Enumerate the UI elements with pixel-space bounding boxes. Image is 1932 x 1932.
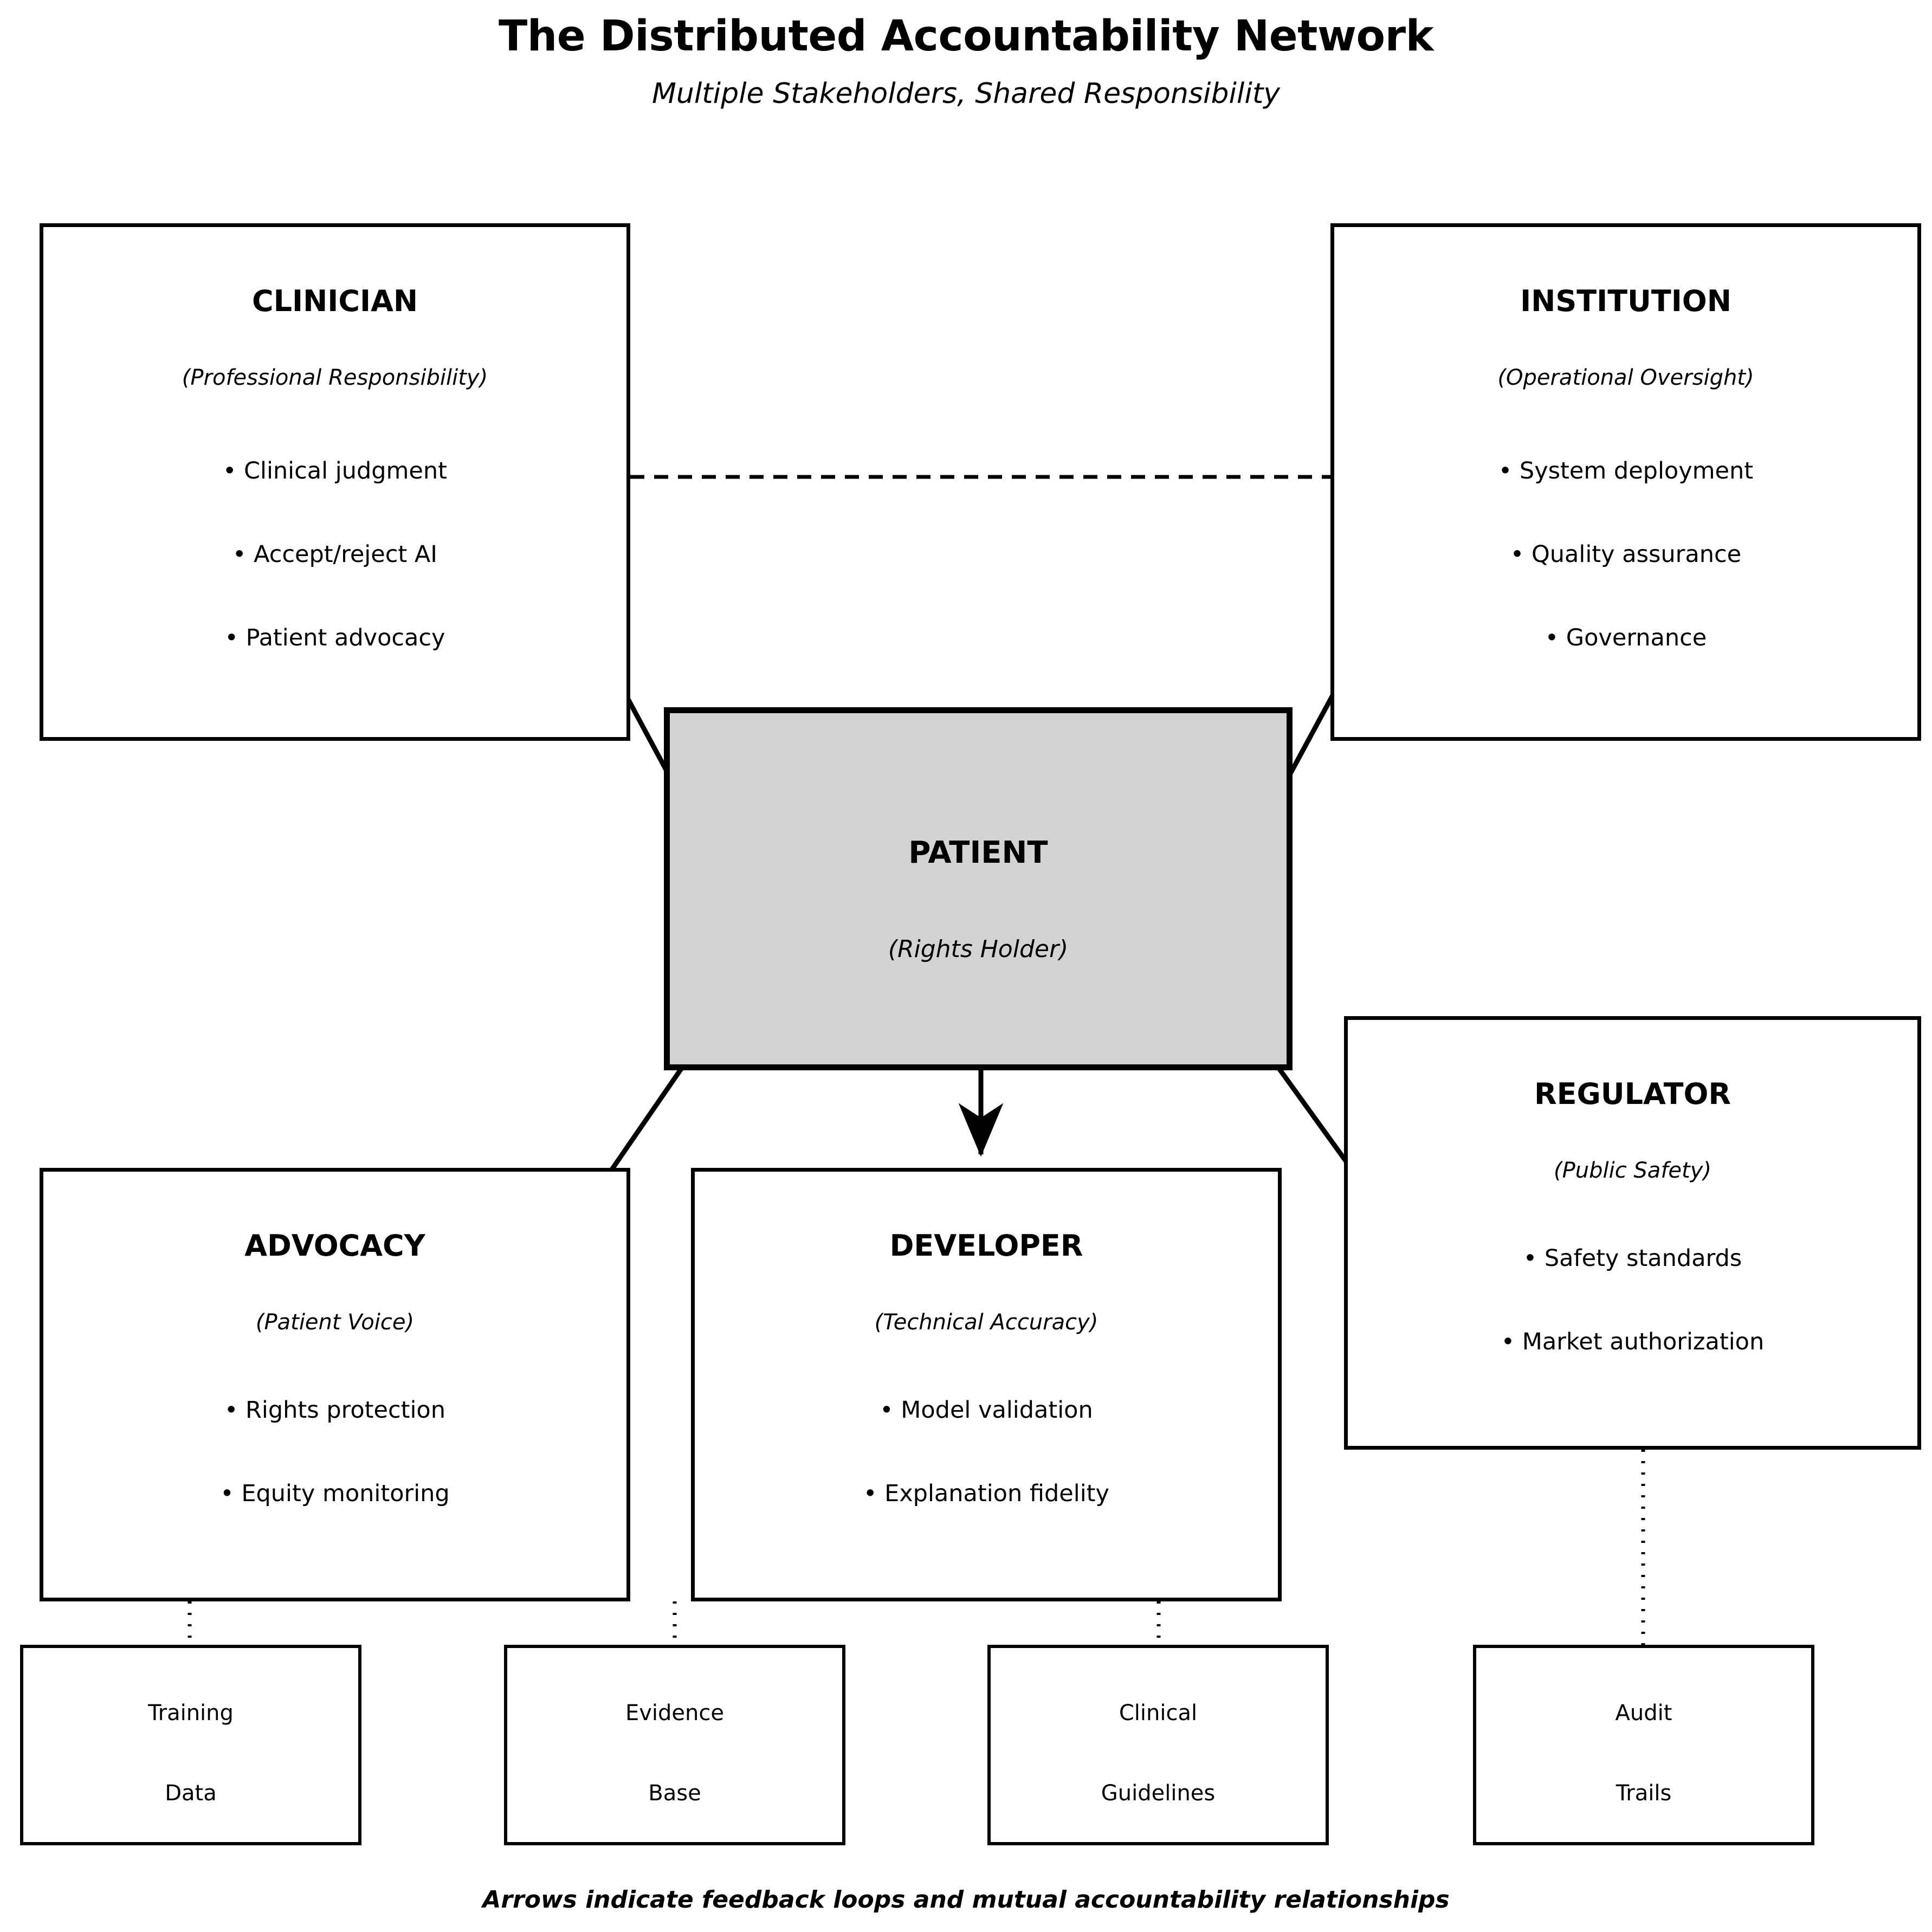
bullet-item: • Explanation fidelity — [863, 1480, 1109, 1507]
node-advocacy-bullets: • Rights protection • Equity monitoring — [43, 1397, 626, 1563]
node-patient[interactable]: PATIENT (Rights Holder) — [664, 707, 1293, 1070]
bullet-item: • Governance — [1545, 624, 1707, 651]
bullet-item: • Accept/reject AI — [232, 541, 437, 568]
foundation-line-2: Trails — [1616, 1781, 1672, 1806]
node-institution[interactable]: INSTITUTION (Operational Oversight) • Sy… — [1330, 223, 1921, 741]
foundation-line-1: Audit — [1615, 1701, 1672, 1726]
bullet-item: • System deployment — [1498, 457, 1754, 484]
bullet-item: • Model validation — [880, 1397, 1093, 1424]
node-advocacy-title: ADVOCACY — [244, 1229, 425, 1263]
bullet-item: • Equity monitoring — [220, 1480, 450, 1507]
node-developer-title: DEVELOPER — [889, 1229, 1083, 1263]
bullet-item: • Market authorization — [1501, 1328, 1765, 1355]
foundation-line-2: Data — [165, 1781, 217, 1806]
node-institution-title: INSTITUTION — [1520, 284, 1731, 318]
node-developer[interactable]: DEVELOPER (Technical Accuracy) • Model v… — [691, 1168, 1282, 1601]
foundation-line-1: Clinical — [1119, 1701, 1198, 1726]
bullet-item: • Clinical judgment — [222, 457, 447, 484]
foundation-line-1: Evidence — [625, 1701, 724, 1726]
node-regulator-bullets: • Safety standards • Market authorizatio… — [1348, 1245, 1917, 1412]
foundation-line-1: Training — [148, 1701, 234, 1726]
node-patient-title: PATIENT — [908, 835, 1048, 870]
foundation-box-audit-trails[interactable]: Audit Trails — [1473, 1645, 1814, 1845]
bullet-item: • Quality assurance — [1510, 541, 1742, 568]
page-title: The Distributed Accountability Network — [499, 12, 1433, 61]
node-regulator-role: (Public Safety) — [1554, 1158, 1711, 1183]
bullet-item: • Rights protection — [224, 1397, 445, 1424]
foundation-line-2: Base — [648, 1781, 701, 1806]
node-developer-bullets: • Model validation • Explanation fidelit… — [695, 1397, 1278, 1563]
node-advocacy[interactable]: ADVOCACY (Patient Voice) • Rights protec… — [40, 1168, 630, 1601]
node-developer-role: (Technical Accuracy) — [874, 1310, 1099, 1335]
node-regulator-title: REGULATOR — [1534, 1077, 1731, 1111]
page-subtitle: Multiple Stakeholders, Shared Responsibi… — [652, 77, 1280, 110]
node-clinician-role: (Professional Responsibility) — [182, 365, 488, 390]
foundation-line-2: Guidelines — [1101, 1781, 1216, 1806]
node-clinician-title: CLINICIAN — [251, 284, 418, 318]
node-clinician-bullets: • Clinical judgment • Accept/reject AI •… — [43, 457, 626, 708]
foundation-box-training-data[interactable]: Training Data — [20, 1645, 361, 1845]
node-institution-bullets: • System deployment • Quality assurance … — [1334, 457, 1917, 708]
node-patient-role: (Rights Holder) — [888, 935, 1069, 963]
foundation-box-evidence-base[interactable]: Evidence Base — [504, 1645, 845, 1845]
node-advocacy-role: (Patient Voice) — [255, 1310, 415, 1335]
footer-note: Arrows indicate feedback loops and mutua… — [482, 1886, 1450, 1914]
bullet-item: • Safety standards — [1523, 1245, 1742, 1272]
foundation-box-clinical-guidelines[interactable]: Clinical Guidelines — [987, 1645, 1329, 1845]
node-institution-role: (Operational Oversight) — [1497, 365, 1754, 390]
bullet-item: • Patient advocacy — [224, 624, 445, 651]
node-clinician[interactable]: CLINICIAN (Professional Responsibility) … — [40, 223, 630, 741]
node-regulator[interactable]: REGULATOR (Public Safety) • Safety stand… — [1344, 1016, 1921, 1450]
